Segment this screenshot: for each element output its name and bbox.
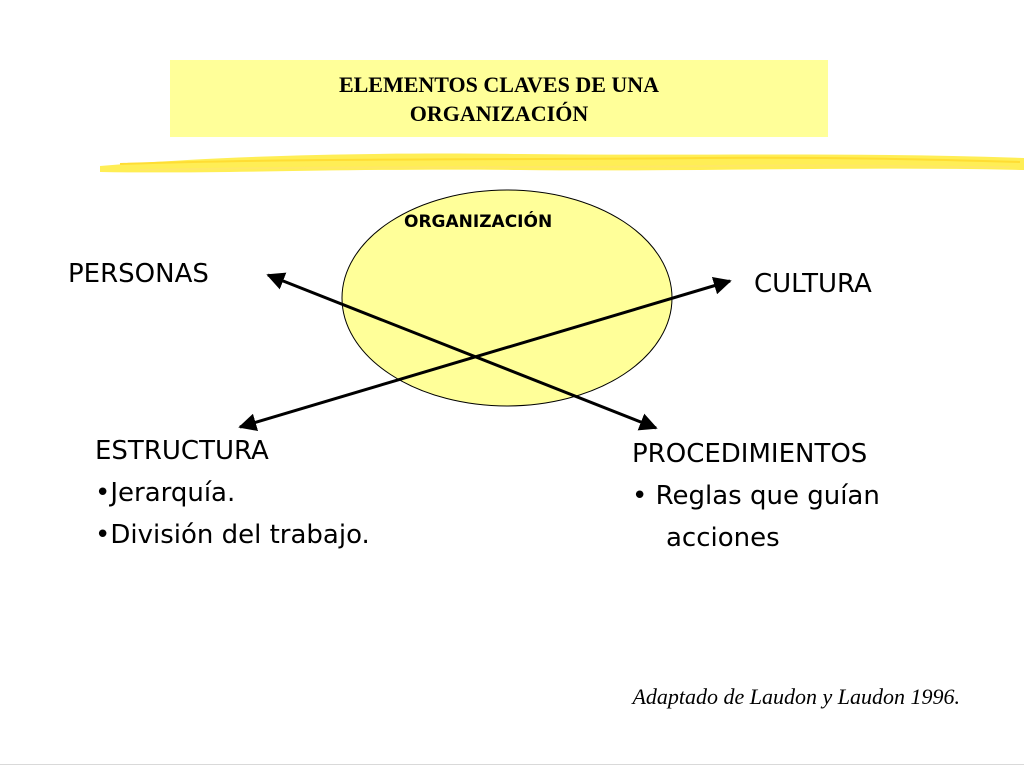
procedimientos-bullet-line-2: acciones <box>666 523 780 553</box>
organization-label: ORGANIZACIÓN <box>404 212 553 232</box>
procedimientos-block: PROCEDIMIENTOS • Reglas que guían accion… <box>632 433 880 559</box>
procedimientos-heading: PROCEDIMIENTOS <box>632 439 868 469</box>
estructura-bullet-2: •División del trabajo. <box>95 520 370 550</box>
footer-divider <box>0 764 1024 765</box>
arrow-cultura-estructura <box>238 277 732 431</box>
source-citation: Adaptado de Laudon y Laudon 1996. <box>632 684 960 709</box>
title-line-1: ELEMENTOS CLAVES DE UNA <box>338 71 660 97</box>
estructura-heading: ESTRUCTURA <box>95 436 269 466</box>
brush-stroke-decoration <box>100 153 1024 173</box>
personas-label: PERSONAS <box>68 259 209 289</box>
procedimientos-bullet-line-1: • Reglas que guían <box>632 481 880 511</box>
title-box: ELEMENTOS CLAVES DE UNA ORGANIZACIÓN <box>170 60 828 137</box>
title-line-2: ORGANIZACIÓN <box>409 100 589 126</box>
estructura-block: ESTRUCTURA •Jerarquía. •División del tra… <box>95 430 370 556</box>
cultura-label: CULTURA <box>754 269 872 299</box>
estructura-bullet-1: •Jerarquía. <box>95 478 236 508</box>
